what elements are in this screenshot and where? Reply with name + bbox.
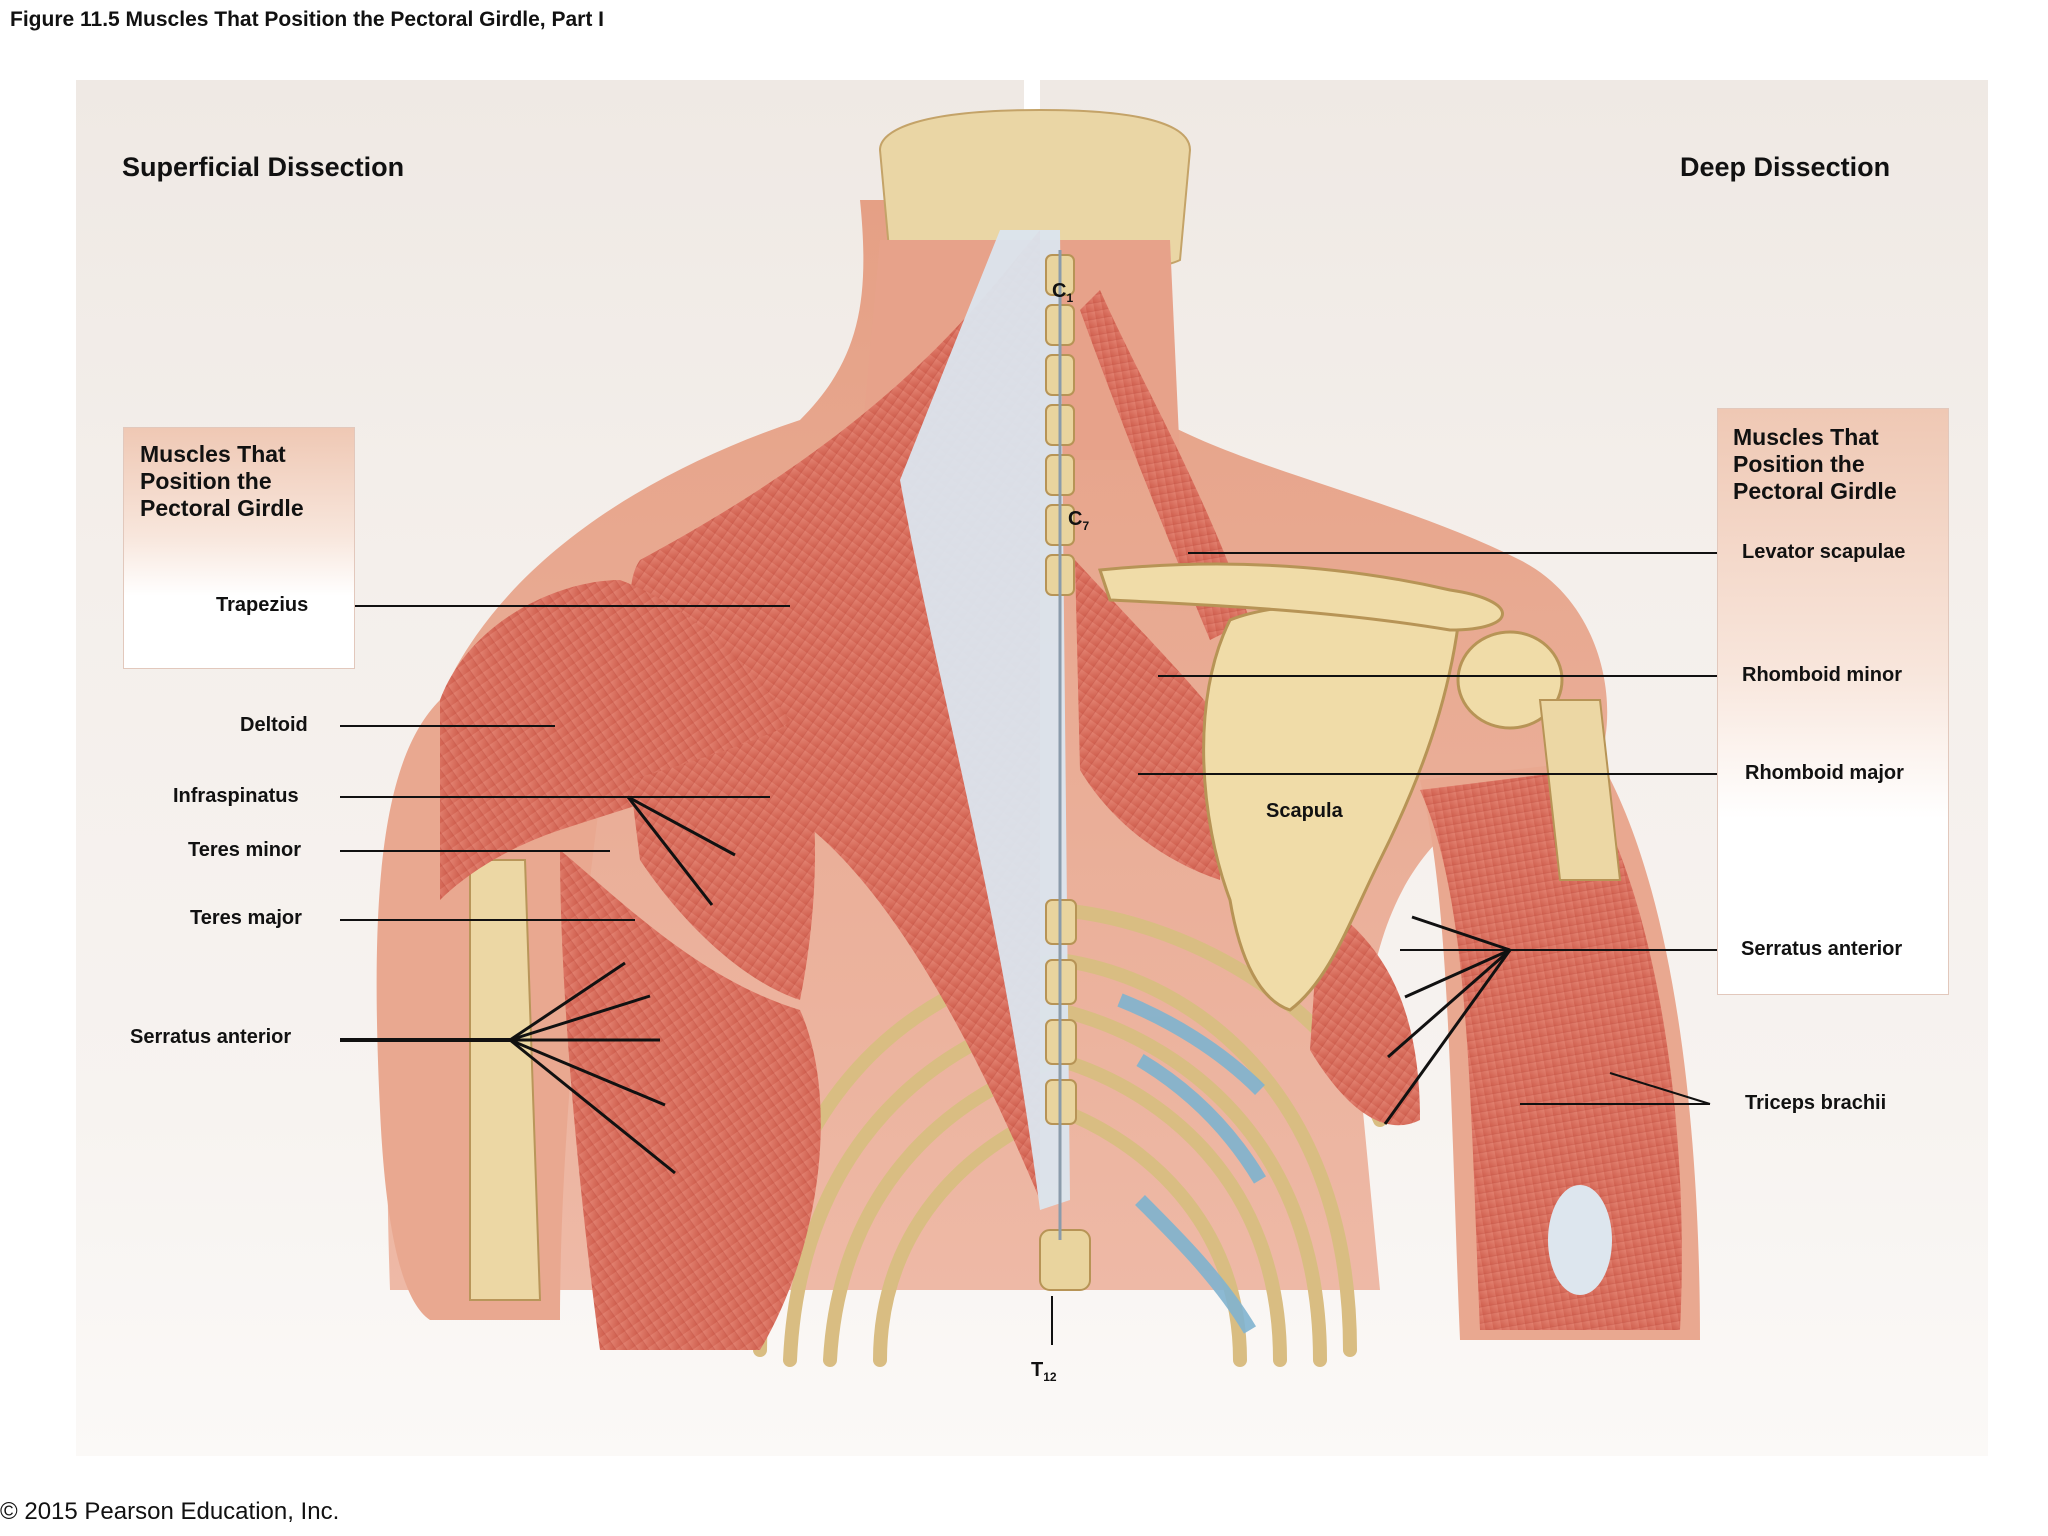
superficial-box-heading: Muscles That Position the Pectoral Girdl… bbox=[140, 441, 304, 522]
triceps-tendon bbox=[1548, 1185, 1612, 1295]
label-c7-letter: C bbox=[1068, 508, 1083, 530]
label-rhomboid-major: Rhomboid major bbox=[1745, 762, 1904, 784]
trapezius-tendon bbox=[900, 230, 1070, 1210]
superficial-box-heading-line-2: Position the bbox=[140, 468, 272, 494]
costal-cartilage bbox=[1117, 993, 1267, 1334]
serratus-anterior-deep bbox=[1310, 900, 1420, 1126]
superficial-dissection-title: Superficial Dissection bbox=[122, 152, 405, 182]
figure-title: Figure 11.5 Muscles That Position the Pe… bbox=[10, 8, 604, 31]
label-teres-minor: Teres minor bbox=[188, 839, 301, 861]
label-c7-subscript: 7 bbox=[1082, 519, 1090, 533]
label-teres-major: Teres major bbox=[190, 907, 302, 929]
label-serratus-anterior-superficial: Serratus anterior bbox=[130, 1026, 292, 1048]
label-deltoid: Deltoid bbox=[240, 714, 308, 736]
infraspinatus-muscle bbox=[630, 720, 815, 1000]
superficial-leader-lines bbox=[340, 605, 790, 1175]
label-c1-subscript: 1 bbox=[1066, 291, 1074, 305]
left-humerus bbox=[469, 859, 542, 1301]
label-scapula: Scapula bbox=[1266, 800, 1343, 822]
deep-box-heading-line-2: Position the bbox=[1733, 451, 1865, 477]
deep-leader-lines bbox=[1051, 552, 1730, 1345]
humeral-head bbox=[1456, 630, 1564, 730]
superficial-muscle-box bbox=[123, 427, 355, 669]
deep-muscle-box bbox=[1717, 408, 1949, 995]
deep-box-heading: Muscles That Position the Pectoral Girdl… bbox=[1733, 424, 1897, 505]
label-triceps-brachii: Triceps brachii bbox=[1745, 1092, 1887, 1114]
copyright-notice: © 2015 Pearson Education, Inc. bbox=[0, 1498, 340, 1525]
label-t12-subscript: 12 bbox=[1043, 1370, 1057, 1384]
superficial-box-heading-line-1: Muscles That bbox=[140, 441, 286, 467]
label-c1: C1 bbox=[1052, 280, 1073, 305]
label-rhomboid-minor: Rhomboid minor bbox=[1742, 664, 1902, 686]
label-t12: T12 bbox=[1031, 1359, 1057, 1384]
label-c1-letter: C bbox=[1052, 280, 1067, 302]
deep-dissection-title: Deep Dissection bbox=[1680, 152, 1891, 182]
rhomboid-muscles bbox=[1075, 560, 1220, 880]
label-c7: C7 bbox=[1068, 508, 1089, 533]
latissimus-region bbox=[560, 850, 821, 1350]
deep-box-heading-line-1: Muscles That bbox=[1733, 424, 1879, 450]
superficial-box-heading-line-3: Pectoral Girdle bbox=[140, 495, 304, 521]
right-humerus bbox=[1538, 699, 1622, 881]
deltoid-muscle bbox=[440, 580, 790, 900]
label-trapezius: Trapezius bbox=[216, 594, 309, 616]
label-infraspinatus: Infraspinatus bbox=[173, 785, 299, 807]
deep-box-heading-line-3: Pectoral Girdle bbox=[1733, 478, 1897, 504]
label-serratus-anterior-deep: Serratus anterior bbox=[1741, 938, 1903, 960]
label-levator-scapulae: Levator scapulae bbox=[1742, 541, 1906, 563]
triceps-muscle bbox=[1420, 770, 1682, 1330]
label-t12-letter: T bbox=[1031, 1359, 1044, 1381]
clavicle-bone bbox=[1097, 562, 1504, 632]
